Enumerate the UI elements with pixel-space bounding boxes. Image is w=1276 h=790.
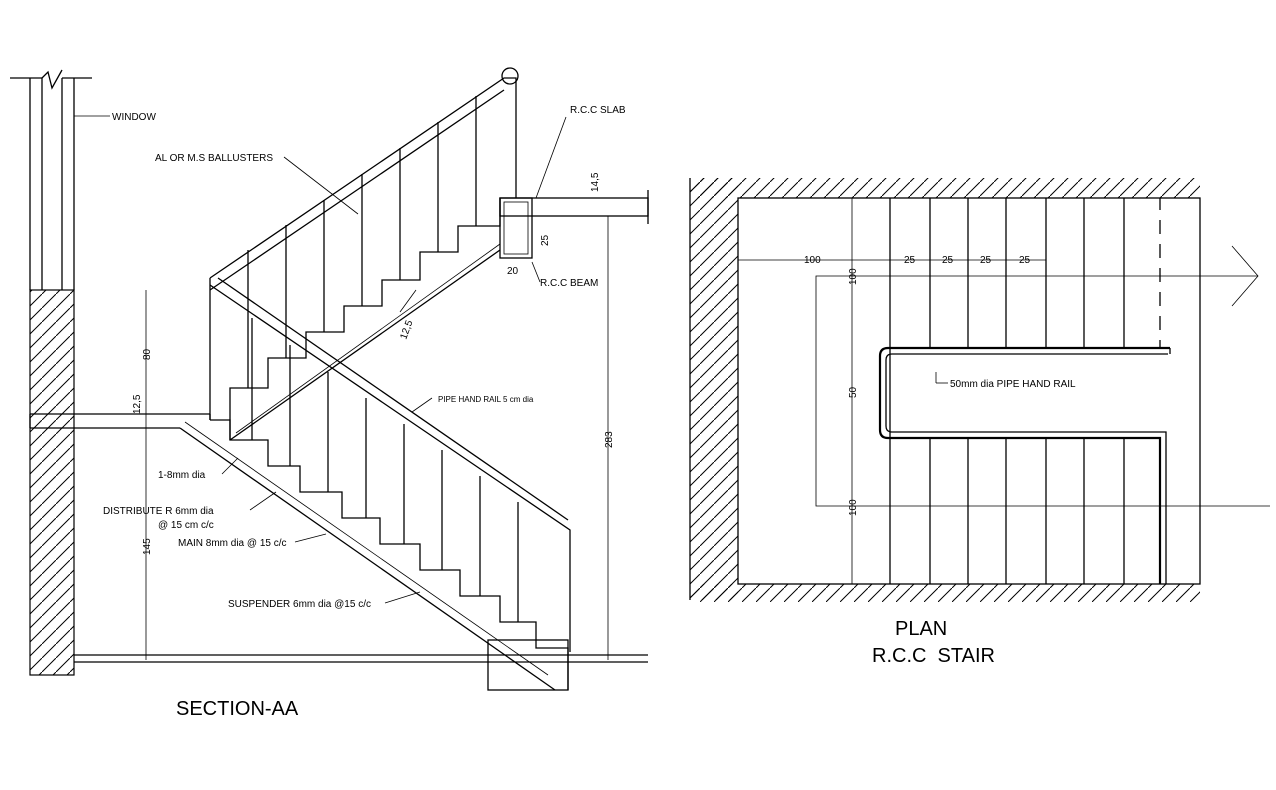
window-label: WINDOW	[112, 112, 156, 123]
dim-12-5-left: 12,5	[132, 394, 143, 414]
plan-title: PLAN	[895, 618, 947, 640]
plan-dim-25-d: 25	[1019, 255, 1031, 266]
dim-14-5: 14,5	[590, 172, 601, 192]
window-frame	[10, 69, 92, 290]
plan-dim-100-h: 100	[804, 255, 821, 266]
plan-wall-left	[690, 178, 738, 600]
dim-80: 80	[142, 348, 153, 360]
plan-rail-label: 50mm dia PIPE HAND RAIL	[950, 379, 1076, 390]
plan-dim-25-b: 25	[942, 255, 954, 266]
dim-283: 283	[604, 431, 615, 448]
left-wall-hatch	[29, 289, 75, 676]
plan-handrail	[878, 346, 1171, 584]
suspender-label: SUSPENDER 6mm dia @15 c/c	[228, 599, 371, 610]
plan-dim-100-v1: 100	[848, 268, 859, 285]
lower-flight	[179, 419, 569, 691]
plan-wall-bottom	[690, 584, 1200, 602]
rcc-slab-label: R.C.C SLAB	[570, 105, 626, 116]
section-aa-view: WINDOW AL OR M.S BALLUSTERS R.C.C SLAB R…	[10, 67, 649, 720]
section-leaders	[74, 115, 567, 604]
rcc-slab-beam	[499, 190, 649, 259]
bar-1-8-label: 1-8mm dia	[158, 470, 206, 481]
plan-walk-line	[815, 245, 1270, 507]
plan-dim-100-v2: 100	[848, 499, 859, 516]
plan-dim-25-a: 25	[904, 255, 916, 266]
main-bar-label: MAIN 8mm dia @ 15 c/c	[178, 538, 287, 549]
balusters	[247, 96, 519, 622]
ground-floor	[74, 654, 648, 663]
plan-wall-top	[690, 178, 1200, 198]
section-title: SECTION-AA	[176, 698, 299, 720]
handrail	[209, 67, 571, 652]
dim-12-5-mid: 12,5	[398, 319, 415, 341]
balusters-label: AL OR M.S BALLUSTERS	[155, 153, 273, 164]
distributer-label-1: DISTRIBUTE R 6mm dia	[103, 506, 214, 517]
plan-view: 100 25 25 25 25 100 50 100 50mm dia PIPE…	[689, 178, 1270, 667]
upper-flight	[229, 198, 501, 441]
plan-treads	[889, 198, 1161, 584]
rcc-beam-label: R.C.C BEAM	[540, 278, 598, 289]
distributer-label-2: @ 15 cm c/c	[158, 520, 214, 531]
dim-145: 145	[142, 538, 153, 555]
plan-dimensions	[738, 198, 1046, 584]
plan-subtitle: R.C.C STAIR	[872, 645, 995, 667]
pipe-rail-label: PIPE HAND RAIL 5 cm dia	[438, 395, 534, 404]
dim-20: 20	[507, 266, 519, 277]
dim-25: 25	[540, 234, 551, 246]
plan-dim-25-c: 25	[980, 255, 992, 266]
section-dimensions	[145, 216, 609, 660]
plan-dim-50-v: 50	[848, 386, 859, 398]
